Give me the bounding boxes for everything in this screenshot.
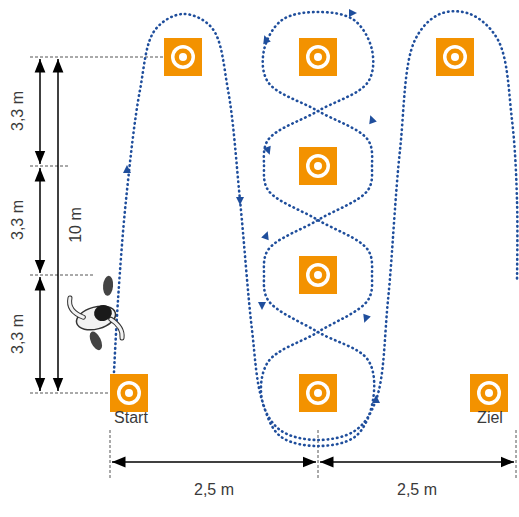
dimension-label: 10 m [68, 207, 84, 243]
cone-marker [110, 374, 148, 412]
path-arrowhead [263, 146, 273, 156]
path-arrowhead [261, 230, 271, 240]
path-arrowhead [349, 9, 357, 17]
path-arrowhead [372, 395, 380, 403]
dotted-path [114, 11, 517, 446]
dimension-label: 3,3 m [10, 314, 26, 354]
cone-marker [470, 374, 508, 412]
dimension-lines [40, 59, 514, 462]
path-arrowhead [236, 197, 244, 205]
path-arrowhead [258, 302, 266, 310]
path-arrowhead [261, 34, 271, 44]
path-arrowhead [367, 114, 377, 124]
cone-marker [436, 38, 474, 76]
cone-marker [299, 147, 337, 185]
path-arrowhead [361, 314, 371, 324]
cone-marker [164, 38, 202, 76]
start-label: Start [114, 410, 148, 426]
cone-marker [299, 256, 337, 294]
runner-figure [65, 273, 132, 355]
running-path [114, 9, 517, 446]
path-arrowhead [123, 165, 131, 173]
finish-label: Ziel [477, 410, 503, 426]
dimension-label: 3,3 m [10, 91, 26, 131]
cone-marker [299, 38, 337, 76]
cones [110, 38, 508, 412]
dimension-label: 3,3 m [10, 200, 26, 240]
dimension-label: 2,5 m [397, 482, 437, 498]
cone-marker [299, 374, 337, 412]
dimension-label: 2,5 m [194, 482, 234, 498]
extension-lines [30, 57, 516, 478]
